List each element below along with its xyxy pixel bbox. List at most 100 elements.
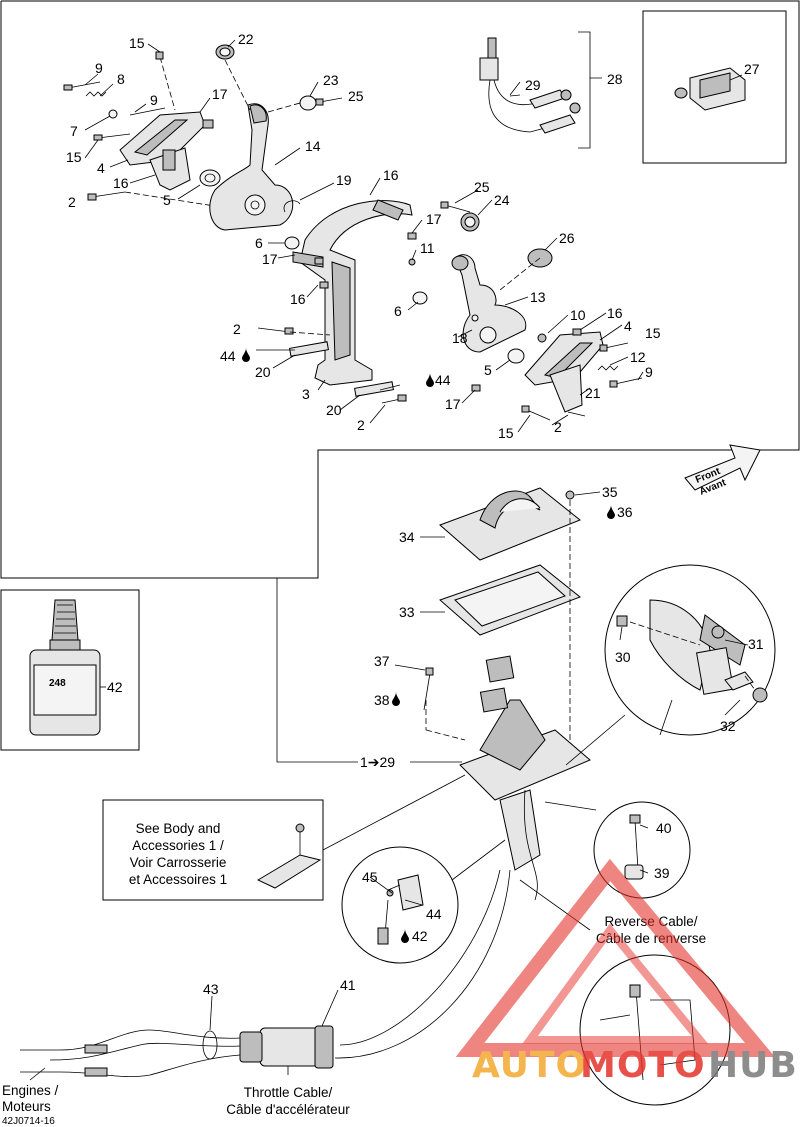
upper-assembly-frame: [0, 0, 800, 579]
callout-4: 4: [97, 160, 105, 176]
callout-28: 28: [607, 71, 623, 87]
callout-12: 12: [630, 349, 646, 365]
callout-39: 39: [654, 865, 670, 881]
notes: See Body and Accessories 1 / Voir Carros…: [2, 821, 706, 1127]
callout-25: 25: [348, 88, 364, 104]
callout-26: 26: [559, 230, 575, 246]
callout-17: 17: [426, 211, 442, 227]
callout-15: 15: [66, 149, 82, 165]
callout-43: 43: [203, 981, 219, 997]
throttle-cable-line1: Throttle Cable/: [244, 1085, 333, 1100]
callout-29: 29: [525, 77, 541, 93]
detail-circle-39-40: [593, 801, 691, 899]
callout-44: 44: [435, 372, 451, 388]
threadlocker-bottle: 248: [29, 599, 106, 736]
callout-7: 7: [70, 123, 78, 139]
front-direction-arrow: Front Avant: [684, 444, 761, 498]
callout-37: 37: [374, 653, 390, 669]
engines-line1: Engines /: [2, 1083, 59, 1098]
body-note-line4: et Accessoires 1: [129, 872, 227, 887]
inset-box-27: [642, 10, 787, 164]
document-code: 42J0714-16: [2, 1116, 55, 1127]
body-note-line3: Voir Carrosserie: [130, 855, 227, 870]
callout-25: 25: [474, 179, 490, 195]
callout-range-1-29: 1➔29: [360, 754, 395, 770]
detail-circle-30-32: [604, 564, 776, 736]
callout-20: 20: [326, 402, 342, 418]
callout-16: 16: [607, 305, 623, 321]
callout-40: 40: [656, 820, 672, 836]
spring-8: [85, 91, 107, 97]
bottle-label: 248: [49, 678, 66, 689]
control-base: [423, 655, 591, 901]
callout-17: 17: [212, 86, 228, 102]
callout-5: 5: [484, 362, 492, 378]
center-housing: [257, 199, 481, 404]
gasket: [439, 564, 581, 636]
callout-9: 9: [150, 92, 158, 108]
callout-19: 19: [336, 172, 352, 188]
callout-44: 44: [220, 348, 236, 364]
range-leader: [276, 578, 358, 763]
callout-13: 13: [530, 289, 546, 305]
callout-23: 23: [323, 72, 339, 88]
callout-17: 17: [262, 251, 278, 267]
adhesive-drop-icons: [242, 348, 615, 943]
throttle-cable-line: [339, 869, 501, 1046]
left-lever-assembly: [63, 44, 343, 231]
right-lever-assembly: [440, 201, 643, 421]
body-accessories-box: [102, 774, 466, 901]
callout-45: 45: [362, 869, 378, 885]
callout-11: 11: [420, 240, 435, 256]
callout-6: 6: [255, 235, 263, 251]
callout-44: 44: [426, 906, 442, 922]
callout-30: 30: [615, 649, 631, 665]
callout-17: 17: [445, 396, 461, 412]
callout-5: 5: [163, 192, 171, 208]
leader-lines: [29, 39, 749, 1081]
callout-4: 4: [624, 318, 632, 334]
callout-9: 9: [645, 364, 653, 380]
screw-9a: [63, 81, 101, 91]
callout-numbers: 15 22 9 8 9 17 7 15 4 16 5 2 14 23 25 19…: [66, 31, 764, 997]
cover-plate: [439, 487, 601, 561]
callout-2: 2: [357, 417, 365, 433]
throttle-cable-line2: Câble d'accélérateur: [226, 1102, 350, 1117]
callout-32: 32: [720, 718, 736, 734]
callout-2: 2: [233, 321, 241, 337]
callout-36: 36: [617, 504, 633, 520]
callout-34: 34: [399, 529, 415, 545]
drop-icon: [392, 692, 400, 706]
callout-42: 42: [107, 679, 123, 695]
drop-icon: [242, 348, 250, 362]
drop-icon: [426, 373, 434, 387]
engines-line2: Moteurs: [2, 1099, 51, 1114]
callout-38: 38: [374, 692, 390, 708]
callout-15: 15: [645, 325, 661, 341]
watermark-auto: AUTO: [472, 1045, 587, 1086]
callout-16: 16: [113, 175, 129, 191]
callout-6: 6: [394, 303, 402, 319]
callout-22: 22: [238, 31, 254, 47]
callout-42: 42: [412, 928, 428, 944]
watermark-moto: MOTO: [580, 1045, 706, 1086]
callout-41: 41: [340, 977, 356, 993]
body-note-line2: Accessories 1 /: [132, 838, 224, 853]
inset-box-42: [0, 589, 140, 751]
callout-15: 15: [129, 35, 145, 51]
body-note-line1: See Body and: [136, 821, 221, 836]
callout-33: 33: [399, 604, 415, 620]
part-27: [674, 67, 746, 111]
callout-14: 14: [305, 138, 321, 154]
drop-icon: [401, 929, 409, 943]
callout-10: 10: [570, 307, 586, 323]
callout-27: 27: [744, 61, 760, 77]
callout-18: 18: [452, 330, 468, 346]
switch-harness: [479, 31, 602, 149]
callout-2: 2: [554, 419, 562, 435]
callout-35: 35: [602, 484, 618, 500]
callout-3: 3: [302, 386, 310, 402]
callout-9: 9: [95, 60, 103, 76]
automotohub-watermark: AUTO MOTO HUB: [455, 858, 797, 1086]
